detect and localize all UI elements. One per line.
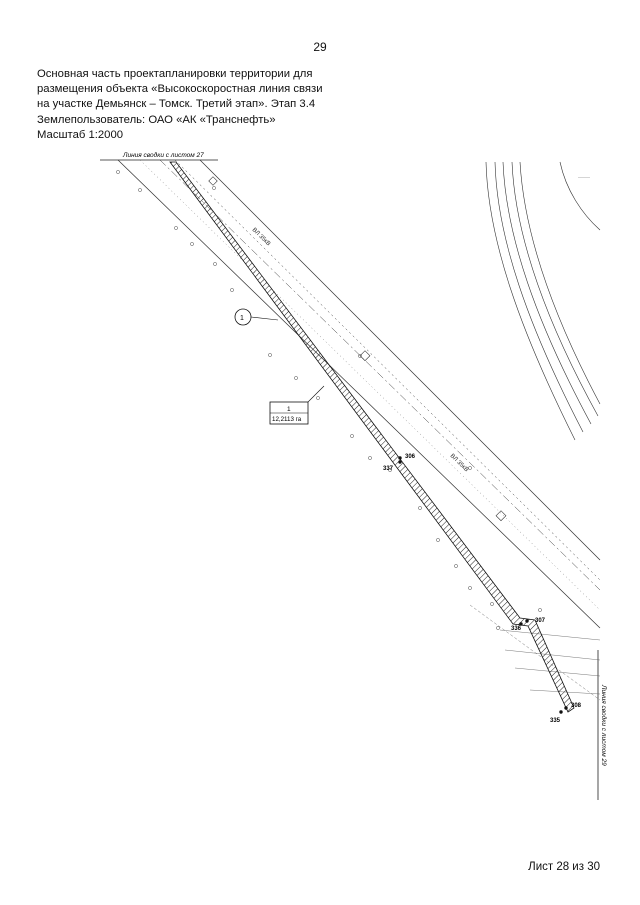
parcel-strip bbox=[169, 161, 575, 713]
title-block: Основная часть проектапланировки террито… bbox=[37, 67, 337, 143]
title-line: Основная часть проектапланировки террито… bbox=[37, 68, 313, 80]
title-line: на участке Демьянск – Томск. Третий этап… bbox=[37, 98, 316, 111]
parcel-area-value: 12,2113 га bbox=[272, 416, 302, 423]
tree-markers bbox=[116, 170, 542, 630]
point-label: 335 bbox=[550, 718, 561, 724]
parcel-area-number: 1 bbox=[287, 406, 291, 413]
point-label: 336 bbox=[511, 626, 522, 632]
parcel-callout-number: 1 bbox=[240, 315, 244, 322]
match-line-right-label: Линия сводки с листом 29 bbox=[600, 684, 608, 766]
pylon-symbols bbox=[208, 176, 507, 522]
point-label: 306 bbox=[405, 454, 416, 460]
callout-leader bbox=[250, 316, 279, 321]
point-label: 308 bbox=[571, 703, 582, 709]
branch-lines bbox=[469, 604, 601, 701]
match-line-top-label: Линия сводки с листом 27 bbox=[122, 151, 204, 159]
corridor-lines bbox=[117, 159, 601, 629]
power-line-label: ВЛ 35кВ bbox=[449, 453, 470, 473]
land-user-line: Землепользователь: ОАО «АК «Транснефть» bbox=[37, 113, 276, 126]
title-line: размещения объекта «Высокоскоростная лин… bbox=[37, 83, 323, 96]
area-leader bbox=[307, 385, 325, 403]
road-annotation: ——— bbox=[578, 174, 590, 179]
point-label: 337 bbox=[383, 466, 394, 472]
road-curves bbox=[485, 161, 601, 441]
scale-line: Масштаб 1:2000 bbox=[37, 128, 124, 141]
page-number: 29 bbox=[313, 40, 327, 54]
power-line-label: ВЛ 35кВ bbox=[251, 227, 272, 247]
sheet-footer: Лист 28 из 30 bbox=[528, 861, 600, 873]
boundary-points bbox=[398, 456, 568, 714]
point-label: 307 bbox=[535, 618, 546, 624]
